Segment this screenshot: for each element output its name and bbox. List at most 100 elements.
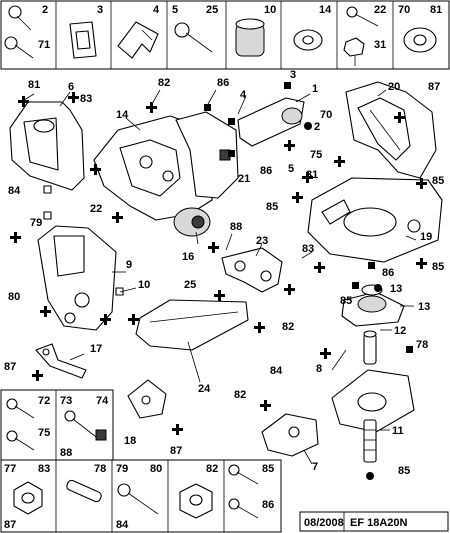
callout: 86 (382, 267, 394, 279)
gearbox-support-20 (345, 81, 437, 179)
callout: 82 (234, 389, 246, 401)
bottom-cell-79-80-84: 79 80 84 (116, 463, 162, 531)
callout: 5 (288, 163, 294, 175)
callout: 31 (306, 169, 318, 181)
callout: 22 (90, 203, 102, 215)
bottom-cell-82: 82 (179, 463, 218, 519)
cell-label: 2 (42, 4, 48, 16)
callout: 87 (170, 445, 182, 457)
callout: 3 (290, 69, 296, 81)
callout: 13 (390, 283, 402, 295)
callout: 16 (182, 251, 194, 263)
callout: 19 (420, 231, 432, 243)
link-23 (221, 247, 283, 293)
callout: 70 (320, 109, 332, 121)
rear-mount-13 (341, 284, 405, 327)
cell-label: 25 (206, 4, 218, 16)
clip-icon (69, 21, 97, 59)
callout: 88 (230, 221, 242, 233)
top-cell-7: 22 31 (343, 4, 386, 66)
callout: 79 (30, 217, 42, 229)
top-cell-4: 5 25 (172, 4, 218, 53)
bolt-icon (8, 5, 32, 31)
callout: 2 (314, 121, 320, 133)
cell-label: 10 (264, 4, 276, 16)
cell-label: 4 (153, 4, 160, 16)
lower-mount-7 (261, 413, 319, 457)
callout: 84 (270, 365, 283, 377)
bottom-cell-72-75: 72 75 (6, 395, 50, 451)
bolt-icon (4, 36, 34, 59)
bracket-18 (127, 379, 167, 419)
callout: 82 (282, 321, 294, 333)
callout: 85 (398, 465, 410, 477)
callout: 12 (394, 325, 406, 337)
callout-labels: 81 6 83 82 14 86 3 4 1 70 2 20 87 5 21 8… (4, 69, 444, 477)
callout: 81 (28, 79, 40, 91)
cell-label: 73 (60, 395, 72, 407)
cell-label: 70 (398, 4, 410, 16)
callout: 25 (184, 279, 196, 291)
callout: 9 (126, 259, 132, 271)
cell-label: 86 (262, 499, 274, 511)
top-cell-1: 2 71 (4, 4, 50, 59)
bracket-21 (175, 111, 239, 199)
bracket-17 (35, 343, 87, 379)
cell-label: 84 (116, 519, 129, 531)
support-bracket-15 (93, 115, 213, 221)
marker-crosses (10, 92, 427, 435)
bracket-icon (117, 21, 159, 59)
cell-label: 3 (97, 4, 103, 16)
callout: 8 (316, 363, 322, 375)
callout: 20 (388, 81, 400, 93)
callout: 75 (310, 149, 322, 161)
footer-date: 08/2008 (304, 517, 344, 529)
cell-label: 77 (4, 463, 16, 475)
cell-label: 87 (4, 519, 16, 531)
stud-icon (346, 6, 379, 27)
protection-bar-24 (135, 299, 249, 351)
callout: 21 (238, 173, 250, 185)
callout: 87 (428, 81, 440, 93)
bottom-cell-77-83-87: 77 83 87 (4, 463, 50, 531)
rubber-bush-16 (173, 207, 211, 237)
callout: 85 (340, 295, 352, 307)
cell-label: 83 (38, 463, 50, 475)
callout: 10 (138, 279, 150, 291)
nut-icon (343, 37, 365, 66)
bottom-cell-85-86: 85 86 (228, 463, 274, 519)
callout: 86 (217, 77, 229, 89)
callout: 17 (90, 343, 102, 355)
callout: 85 (432, 261, 444, 273)
marker-squares (43, 82, 413, 353)
callout: 86 (260, 165, 272, 177)
cell-label: 82 (206, 463, 218, 475)
callout: 84 (8, 185, 21, 197)
stud-11 (363, 419, 377, 463)
torque-arm-1 (237, 97, 305, 147)
footer: 08/2008 EF 18A20N (299, 511, 449, 532)
pin-12 (363, 330, 377, 365)
cell-label: 75 (38, 427, 50, 439)
cell-label: 81 (430, 4, 442, 16)
cell-label: 74 (96, 395, 109, 407)
plate-8 (331, 369, 415, 433)
cell-label: 79 (116, 463, 128, 475)
callout: 18 (124, 435, 136, 447)
engine-mount-bracket-6 (9, 101, 85, 191)
callout: 13 (418, 301, 430, 313)
callout: 7 (312, 461, 318, 473)
top-cell-6: 14 (293, 4, 332, 51)
callout: 85 (266, 201, 278, 213)
cell-label: 80 (150, 463, 162, 475)
callout: 83 (302, 243, 314, 255)
cell-label: 5 (172, 4, 178, 16)
leader-lines (23, 89, 417, 465)
top-cell-8: 70 81 (398, 4, 442, 53)
cell-label: 85 (262, 463, 274, 475)
bottom-cell-73-74-88: 73 74 88 (60, 395, 109, 459)
callout: 80 (8, 291, 20, 303)
dowel-icon (66, 479, 102, 503)
